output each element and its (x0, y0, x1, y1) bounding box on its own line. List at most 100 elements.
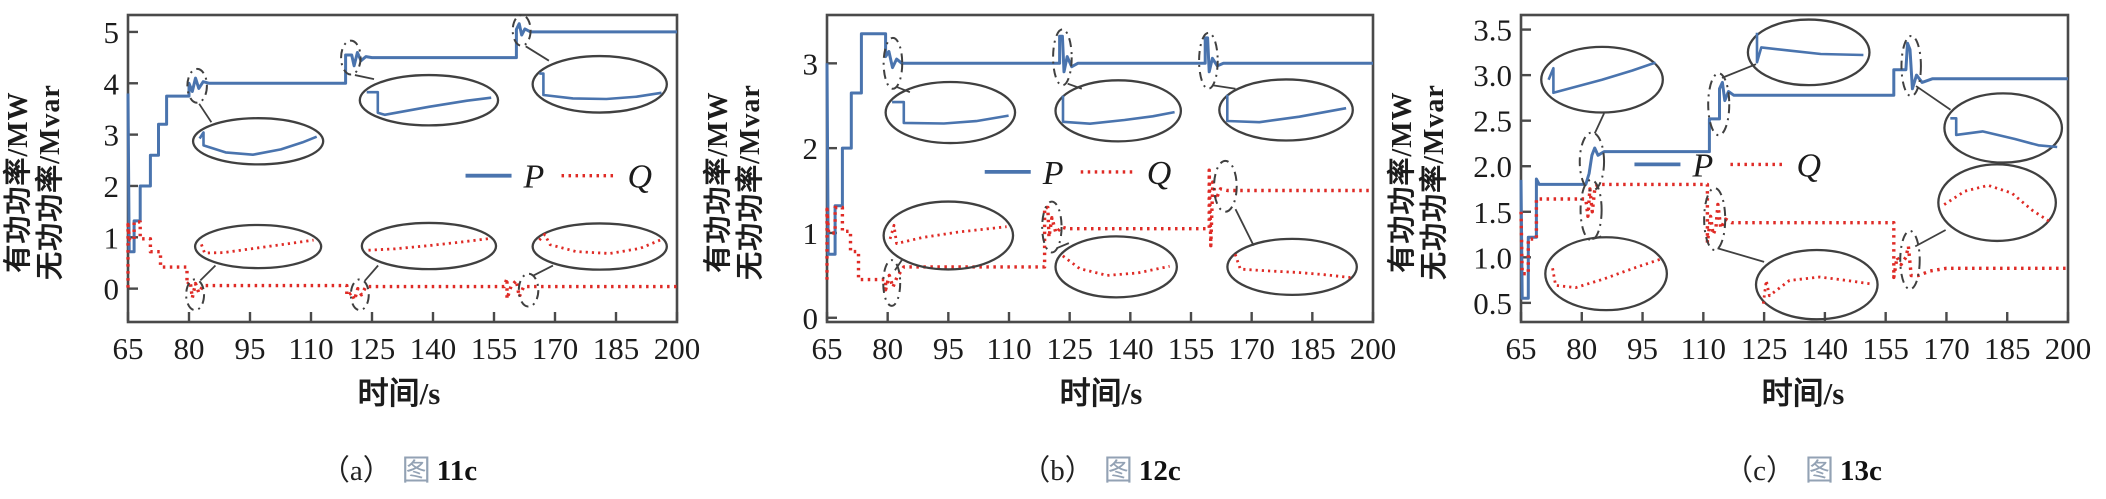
inset-curve (539, 72, 662, 101)
magnifier-source-ellipse (1707, 72, 1731, 137)
magnifier-inset-ellipse (1054, 79, 1183, 143)
inset-curve (368, 237, 490, 252)
magnifier-source-ellipse (511, 14, 532, 47)
magnifier-inset-ellipse (1054, 235, 1178, 299)
y-tick-label: 1 (104, 220, 120, 255)
magnifier-source-ellipse (349, 278, 370, 312)
magnifier-inset-ellipse (193, 223, 323, 270)
zoom-annotations (882, 28, 1358, 307)
caption-index: （b） (1021, 455, 1094, 487)
leader-line (1234, 208, 1255, 247)
magnifier-inset-ellipse (1754, 248, 1879, 321)
magnifier-inset-ellipse (1218, 78, 1354, 142)
legend-p-label: P (523, 159, 545, 196)
magnifier-inset-ellipse (360, 221, 498, 271)
y-tick-label: 0.5 (1473, 286, 1512, 321)
inset-curve (1950, 117, 2058, 149)
leader-line (525, 45, 550, 62)
y-tick-label: 1 (803, 216, 819, 251)
magnifier-source-ellipse (186, 67, 208, 104)
x-tick-label: 65 (1506, 331, 1537, 366)
x-axis-label: 时间/s (1761, 376, 1845, 411)
x-tick-label: 110 (986, 331, 1031, 366)
inset-curve (366, 90, 492, 117)
legend-p-label: P (1691, 147, 1713, 184)
y-tick-label: 4 (104, 66, 120, 101)
magnifier-inset-ellipse (882, 200, 1015, 271)
x-tick-label: 185 (593, 331, 640, 366)
magnifier-inset-ellipse (884, 80, 1017, 145)
x-tick-label: 200 (654, 331, 701, 366)
caption-number: 13c (1840, 455, 1882, 487)
zoom-annotations (1540, 18, 2064, 321)
magnifier-source-ellipse (1052, 28, 1073, 87)
inset-curve (1061, 95, 1175, 125)
x-tick-label: 140 (410, 331, 457, 366)
x-tick-label: 80 (174, 331, 205, 366)
caption-index: （c） (1724, 455, 1795, 487)
y-tick-label: 3.5 (1473, 13, 1512, 48)
magnifier-source-ellipse (1041, 200, 1063, 254)
inset-curve (1233, 253, 1351, 279)
magnifier-source-ellipse (1579, 178, 1603, 242)
x-tick-label: 140 (1802, 331, 1849, 366)
x-tick-label: 170 (1923, 331, 1970, 366)
x-tick-label: 125 (349, 331, 396, 366)
magnifier-inset-ellipse (1544, 236, 1669, 312)
x-tick-label: 110 (288, 331, 333, 366)
leader-line (1717, 247, 1765, 263)
legend-p-label: P (1042, 155, 1064, 192)
q-series-line (126, 220, 677, 302)
x-tick-label: 65 (812, 331, 843, 366)
p-series-line (126, 22, 677, 254)
legend-q-label: Q (628, 159, 653, 196)
inset-curve (888, 223, 1007, 245)
leader-line (894, 259, 903, 271)
x-axis-label: 时间/s (357, 376, 441, 411)
x-tick-label: 95 (933, 331, 964, 366)
magnifier-inset-ellipse (358, 73, 500, 127)
inset-curve (892, 100, 1009, 125)
leader-line (1593, 113, 1605, 134)
x-tick-label: 65 (113, 331, 144, 366)
caption-number: 11c (436, 455, 478, 487)
inset-curve (538, 233, 661, 255)
leader-line (533, 264, 554, 277)
leader-line (1213, 84, 1236, 90)
x-tick-label: 155 (471, 331, 518, 366)
caption-fig: 图 (1103, 455, 1133, 487)
inset-curve (1551, 257, 1662, 289)
magnifier-source-ellipse (882, 259, 902, 307)
leader-line (1056, 242, 1070, 250)
x-axis-label: 时间/s (1059, 376, 1143, 411)
magnifier-inset-ellipse (1937, 163, 2057, 243)
inset-curve (1226, 94, 1347, 124)
x-tick-label: 200 (1350, 331, 1397, 366)
p-series-line (1519, 41, 2068, 300)
zoom-annotations (185, 14, 668, 312)
magnifier-source-ellipse (185, 278, 206, 312)
x-tick-label: 200 (2045, 331, 2092, 366)
inset-curve (1761, 275, 1872, 304)
x-tick-label: 155 (1862, 331, 1909, 366)
magnifier-source-ellipse (882, 36, 904, 90)
x-tick-label: 80 (1566, 331, 1597, 366)
x-tick-label: 95 (235, 331, 266, 366)
leader-line (1721, 63, 1757, 79)
y-tick-label: 3 (803, 46, 819, 81)
x-tick-label: 125 (1046, 331, 1093, 366)
leader-line (198, 103, 213, 123)
magnifier-inset-ellipse (531, 222, 668, 271)
x-tick-label: 185 (1984, 331, 2031, 366)
inset-curve (1547, 61, 1656, 95)
legend-q-label: Q (1147, 155, 1172, 192)
inset-curve (1061, 254, 1170, 277)
